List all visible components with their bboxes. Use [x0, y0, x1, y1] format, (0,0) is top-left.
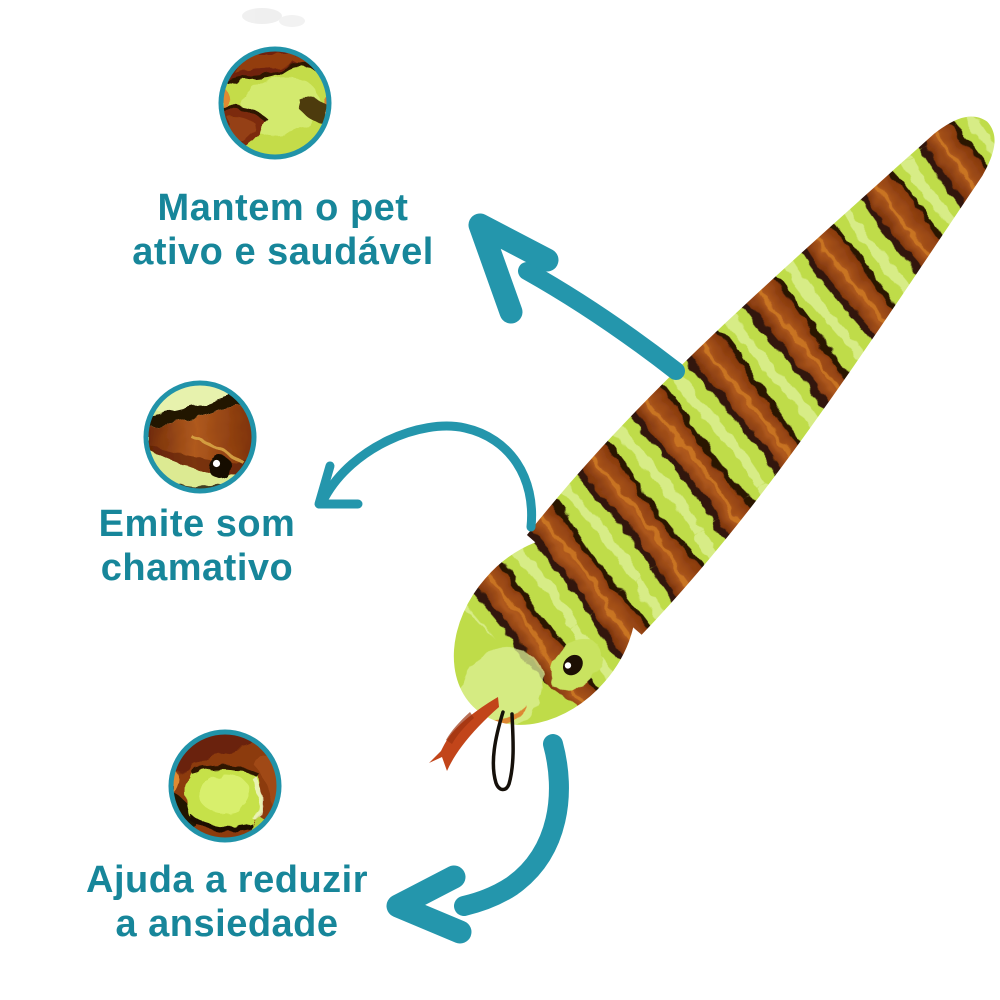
detail-circle-active: [218, 46, 332, 160]
feature-label-line: ativo e saudável: [132, 231, 434, 273]
squeaker-eye: [208, 455, 232, 479]
feature-label-anxiety: Ajuda a reduzir a ansiedade: [27, 858, 427, 946]
snake-body: [416, 70, 1000, 762]
feature-label-active: Mantem o pet ativo e saudável: [83, 186, 483, 274]
curved-arrow-left-icon: [386, 734, 569, 944]
feature-label-line: Mantem o pet: [157, 187, 409, 229]
circle-border: [168, 729, 282, 843]
maroon-patch-top: [173, 734, 269, 776]
feature-label-line: Ajuda a reduzir: [86, 859, 368, 901]
circle-border: [218, 46, 332, 160]
detail-circle-anxiety: [168, 729, 282, 843]
feature-label-line: a ansiedade: [115, 903, 339, 945]
snake-toy: [416, 70, 1000, 762]
eye-glint-detail: [212, 459, 221, 468]
faint-smudge: [242, 8, 305, 27]
olive-patch-right: [299, 97, 327, 125]
circle-border: [143, 380, 257, 494]
detail-circle-sound: [143, 380, 257, 494]
curved-arrow-down-left-icon: [314, 421, 537, 532]
feature-label-sound: Emite som chamativo: [0, 502, 397, 590]
snake-eye: [562, 654, 583, 676]
curved-arrow-up-left-icon: [468, 213, 685, 380]
snake-tongue: [429, 697, 499, 771]
hanging-loop: [491, 710, 515, 792]
eye-glint: [564, 662, 572, 669]
feature-label-line: chamativo: [100, 547, 294, 589]
dark-band: [148, 391, 252, 427]
feature-label-line: Emite som: [98, 503, 296, 545]
